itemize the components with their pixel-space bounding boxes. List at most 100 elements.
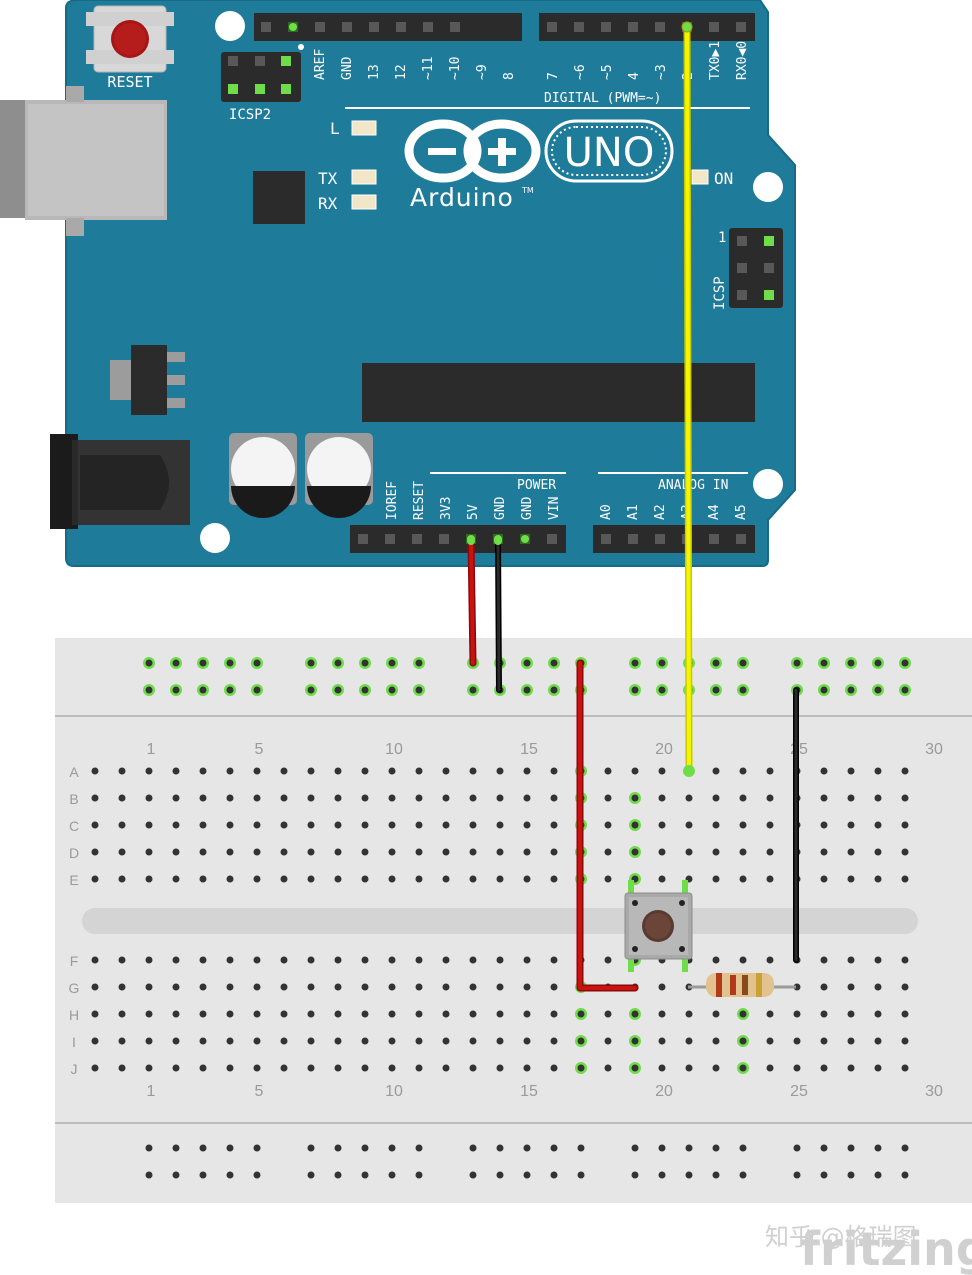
breadboard-hole: [523, 956, 531, 964]
breadboard-hole: [280, 1037, 288, 1045]
breadboard-hole: [712, 1064, 720, 1072]
breadboard-hole: [307, 1144, 315, 1152]
breadboard-hole: [604, 1064, 612, 1072]
led-rx: [351, 194, 377, 210]
breadboard-hole: [523, 1144, 531, 1152]
breadboard-hole: [901, 848, 909, 856]
breadboard-column-label: 20: [655, 1083, 673, 1100]
pushbutton[interactable]: [624, 880, 693, 972]
breadboard-hole: [91, 875, 99, 883]
breadboard-hole: [847, 659, 855, 667]
breadboard-row-label: D: [69, 845, 79, 861]
breadboard-hole: [226, 983, 234, 991]
usb-chip: [253, 171, 305, 224]
breadboard-row-label: J: [71, 1061, 78, 1077]
breadboard-hole: [91, 794, 99, 802]
breadboard-hole: [145, 1010, 153, 1018]
digital-pin: [342, 22, 352, 32]
breadboard-hole: [820, 875, 828, 883]
breadboard-hole: [415, 983, 423, 991]
breadboard-hole: [739, 767, 747, 775]
breadboard-hole: [766, 1064, 774, 1072]
breadboard-hole: [226, 956, 234, 964]
wire-signal-yellow[interactable]: [683, 23, 693, 775]
breadboard-hole: [280, 956, 288, 964]
breadboard-hole: [226, 821, 234, 829]
breadboard-hole: [145, 686, 153, 694]
breadboard-hole: [307, 821, 315, 829]
breadboard-hole: [496, 767, 504, 775]
breadboard-hole: [847, 686, 855, 694]
breadboard-hole: [307, 956, 315, 964]
breadboard-hole: [874, 794, 882, 802]
breadboard-hole: [307, 1010, 315, 1018]
breadboard-column-label: 5: [255, 1083, 264, 1100]
wire-power-red[interactable]: [576, 659, 639, 992]
breadboard-column-label: 15: [520, 1083, 538, 1100]
breadboard-hole: [496, 794, 504, 802]
breadboard-hole: [199, 1010, 207, 1018]
breadboard-hole: [523, 1171, 531, 1179]
zhihu-watermark: 知乎 @格瑞图: [765, 1223, 917, 1251]
breadboard-hole: [253, 1037, 261, 1045]
breadboard-hole: [712, 1144, 720, 1152]
breadboard-hole: [145, 767, 153, 775]
analog-pin: [628, 534, 638, 544]
breadboard-hole: [820, 659, 828, 667]
breadboard-hole: [712, 956, 720, 964]
digital-pin: [450, 22, 460, 32]
power-pin: [547, 534, 557, 544]
breadboard-hole: [847, 1144, 855, 1152]
reset-button[interactable]: [86, 5, 174, 73]
breadboard-hole: [280, 794, 288, 802]
breadboard-hole: [361, 794, 369, 802]
wire-5v-red[interactable]: [467, 537, 477, 667]
breadboard-hole: [388, 794, 396, 802]
breadboard-hole: [604, 956, 612, 964]
breadboard-hole: [523, 848, 531, 856]
breadboard-hole: [712, 659, 720, 667]
breadboard-hole: [847, 956, 855, 964]
breadboard-hole: [631, 767, 639, 775]
breadboard-hole: [577, 1171, 585, 1179]
breadboard-hole: [334, 1144, 342, 1152]
breadboard-hole: [550, 956, 558, 964]
breadboard-hole: [118, 956, 126, 964]
breadboard-hole: [496, 1171, 504, 1179]
breadboard-hole: [307, 1171, 315, 1179]
breadboard-hole: [550, 659, 558, 667]
breadboard-hole: [226, 794, 234, 802]
digital-pin: [369, 22, 379, 32]
breadboard-hole: [226, 1010, 234, 1018]
breadboard-hole: [226, 1171, 234, 1179]
breadboard-hole: [793, 983, 801, 991]
resistor: [688, 973, 796, 997]
breadboard-hole: [793, 1064, 801, 1072]
breadboard-hole: [307, 1064, 315, 1072]
breadboard-hole: [361, 848, 369, 856]
digital-pin: [547, 22, 557, 32]
breadboard-hole: [172, 875, 180, 883]
digital-pin-label: ~11: [421, 57, 436, 80]
breadboard-hole: [334, 767, 342, 775]
digital-pin-label: GND: [340, 56, 355, 80]
breadboard-hole: [361, 821, 369, 829]
breadboard-hole: [847, 1010, 855, 1018]
breadboard-hole: [199, 821, 207, 829]
breadboard-hole: [604, 767, 612, 775]
breadboard-hole: [469, 1144, 477, 1152]
power-pin-label: RESET: [412, 481, 427, 520]
breadboard-row-label: B: [69, 791, 78, 807]
breadboard-hole: [172, 1037, 180, 1045]
breadboard-hole: [604, 875, 612, 883]
breadboard-hole: [577, 1037, 585, 1045]
wire-gnd-black[interactable]: [495, 538, 502, 693]
breadboard-hole: [334, 821, 342, 829]
led-tx: [351, 169, 377, 185]
breadboard-hole: [658, 1010, 666, 1018]
breadboard-hole: [874, 1037, 882, 1045]
breadboard-hole: [874, 686, 882, 694]
breadboard-hole: [334, 983, 342, 991]
breadboard-hole: [145, 821, 153, 829]
breadboard-hole: [334, 848, 342, 856]
